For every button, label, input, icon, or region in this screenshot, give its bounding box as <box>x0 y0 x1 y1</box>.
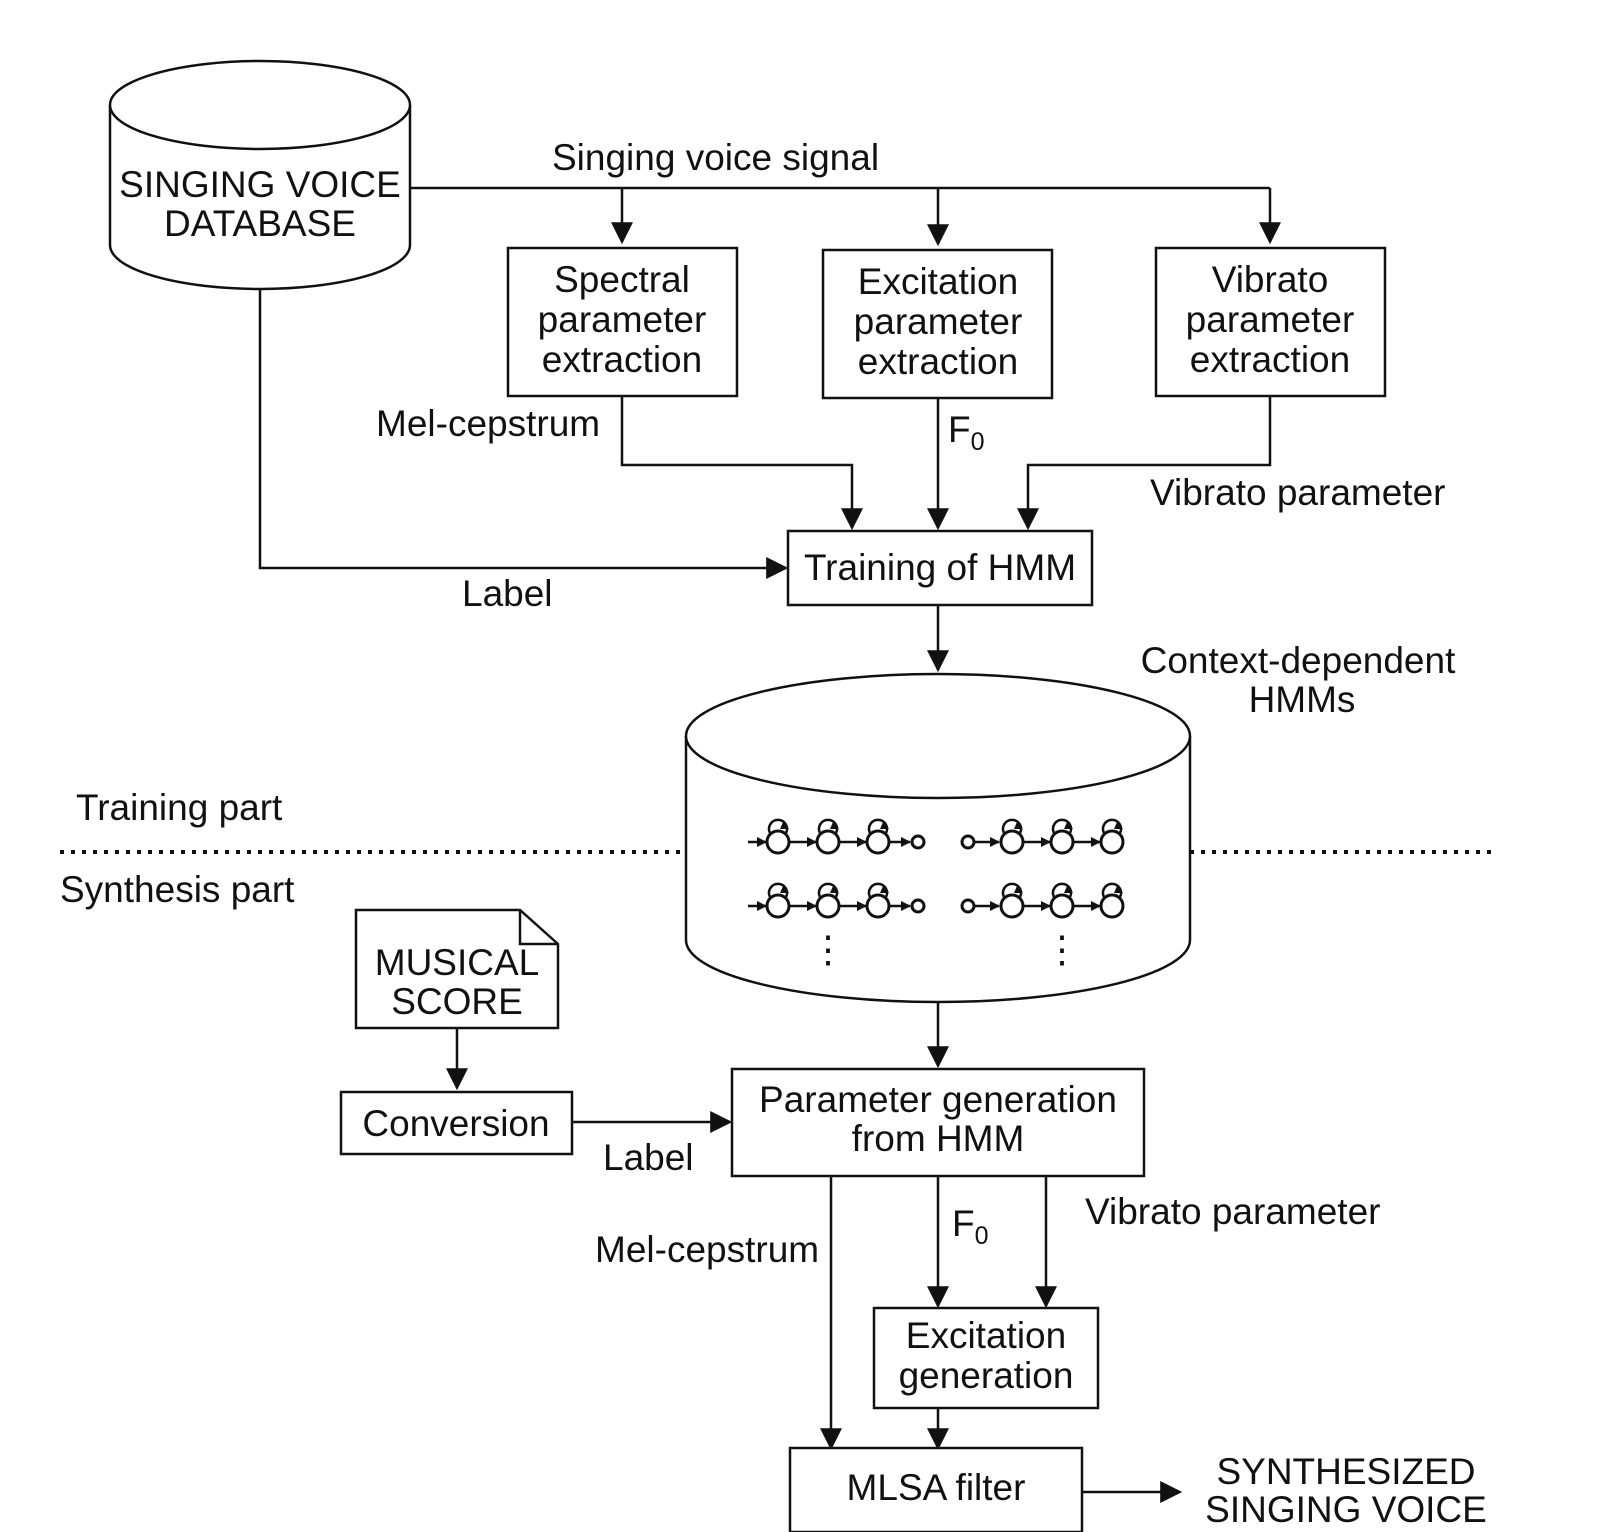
training-of-hmm-box: Training of HMM <box>786 529 1094 607</box>
spectral-box-line2: parameter <box>538 299 707 340</box>
parameter-generation-box: Parameter generation from HMM <box>730 1067 1146 1178</box>
conversion-box: Conversion <box>339 1090 574 1156</box>
label-train-connector <box>258 289 789 579</box>
hmm-state <box>815 829 841 855</box>
ellipsis-left: ⋮ <box>810 929 847 970</box>
singing-voice-signal-connector <box>410 186 1281 247</box>
vibrato-extract-line2: parameter <box>1186 299 1355 340</box>
context-dependent-label-line1: Context-dependent <box>1141 640 1456 681</box>
mlsa-filter-box: MLSA filter <box>788 1446 1084 1532</box>
mel-cepstrum-train-connector <box>620 396 863 531</box>
singing-voice-signal-label: Singing voice signal <box>552 137 879 178</box>
output-label-line2: SINGING VOICE <box>1205 1489 1487 1530</box>
musical-score-line1: MUSICAL <box>375 942 539 983</box>
singing-voice-database: SINGING VOICE DATABASE <box>108 59 412 291</box>
hmm-state <box>865 893 891 919</box>
hmm-loop-head <box>880 886 889 893</box>
hmm-loop-head <box>880 822 889 829</box>
hmm-loop-head <box>1064 822 1073 829</box>
param-gen-line1: Parameter generation <box>759 1079 1117 1120</box>
hmm-loop-head <box>830 822 839 829</box>
hmm-state <box>815 893 841 919</box>
hmm-terminal <box>960 834 976 850</box>
label-synth-label: Label <box>603 1137 694 1178</box>
training-part-label: Training part <box>76 787 283 828</box>
hmm-loop-head <box>1114 886 1123 893</box>
hmm-terminal <box>960 898 976 914</box>
hmm-state <box>999 829 1025 855</box>
vibrato-synth-label: Vibrato parameter <box>1085 1191 1380 1232</box>
training-box-label: Training of HMM <box>804 547 1076 588</box>
hmm-loop-head <box>1014 822 1023 829</box>
excitation-parameter-extraction-box: Excitation parameter extraction <box>821 248 1054 400</box>
hmm-state <box>865 829 891 855</box>
hmm-state <box>765 829 791 855</box>
musical-score-line2: SCORE <box>391 981 523 1022</box>
vibrato-extract-line1: Vibrato <box>1212 259 1329 300</box>
hmm-loop-head <box>1114 822 1123 829</box>
vibrato-train-label: Vibrato parameter <box>1150 472 1445 513</box>
excitation-gen-line1: Excitation <box>906 1315 1066 1356</box>
hmm-state <box>1099 829 1125 855</box>
ellipsis-right: ⋮ <box>1044 929 1081 970</box>
spectral-box-line1: Spectral <box>554 259 690 300</box>
vibrato-parameter-extraction-box: Vibrato parameter extraction <box>1154 246 1387 398</box>
f0-synth-label: F0 <box>952 1203 989 1250</box>
hmm-loop-head <box>830 886 839 893</box>
spectral-parameter-extraction-box: Spectral parameter extraction <box>506 246 739 398</box>
hmm-loop-head <box>780 886 789 893</box>
synthesis-part-label: Synthesis part <box>60 869 295 910</box>
f0-train-label: F0 <box>948 409 985 456</box>
mlsa-box-label: MLSA filter <box>847 1467 1026 1508</box>
hmm-state-chains <box>748 818 1125 919</box>
excitation-extract-line2: parameter <box>854 301 1023 342</box>
conversion-box-label: Conversion <box>362 1103 549 1144</box>
vibrato-extract-line3: extraction <box>1190 339 1350 380</box>
hmm-state <box>765 893 791 919</box>
mel-cepstrum-synth-label: Mel-cepstrum <box>595 1229 819 1270</box>
excitation-extract-line1: Excitation <box>858 261 1018 302</box>
hmm-state <box>999 893 1025 919</box>
musical-score-document: MUSICAL SCORE <box>354 908 560 1030</box>
spectral-box-line3: extraction <box>542 339 702 380</box>
hmm-state <box>1049 829 1075 855</box>
database-label-line1: SINGING VOICE <box>119 164 401 205</box>
hmm-terminal <box>910 834 926 850</box>
excitation-generation-box: Excitation generation <box>872 1306 1100 1410</box>
excitation-extract-line3: extraction <box>858 341 1018 382</box>
hmm-loop-head <box>1014 886 1023 893</box>
hmm-loop-head <box>1064 886 1073 893</box>
output-label-line1: SYNTHESIZED <box>1216 1451 1475 1492</box>
context-dependent-hmms-database: ⋮ ⋮ <box>684 672 1192 1004</box>
param-gen-line2: from HMM <box>852 1118 1025 1159</box>
label-train-label: Label <box>462 573 553 614</box>
database-label-line2: DATABASE <box>164 203 356 244</box>
hmm-state <box>1049 893 1075 919</box>
excitation-gen-line2: generation <box>899 1355 1074 1396</box>
context-dependent-label-line2: HMMs <box>1249 679 1356 720</box>
mel-cepstrum-train-label: Mel-cepstrum <box>376 403 600 444</box>
hmm-terminal <box>910 898 926 914</box>
hmm-state <box>1099 893 1125 919</box>
hmm-loop-head <box>780 822 789 829</box>
vibrato-train-connector <box>1017 396 1272 531</box>
